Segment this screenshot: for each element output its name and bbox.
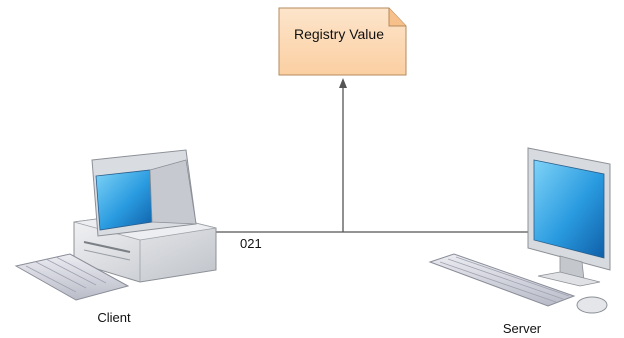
server-label: Server <box>503 321 542 336</box>
client-computer-icon <box>14 149 217 301</box>
arrowhead-up <box>339 78 347 88</box>
registry-value-note: Registry Value <box>278 7 407 76</box>
connection-label: 021 <box>240 236 262 251</box>
client-label: Client <box>97 310 131 325</box>
server-computer-icon <box>428 147 611 314</box>
connection-lines <box>199 78 530 236</box>
registry-value-label: Registry Value <box>294 26 384 42</box>
